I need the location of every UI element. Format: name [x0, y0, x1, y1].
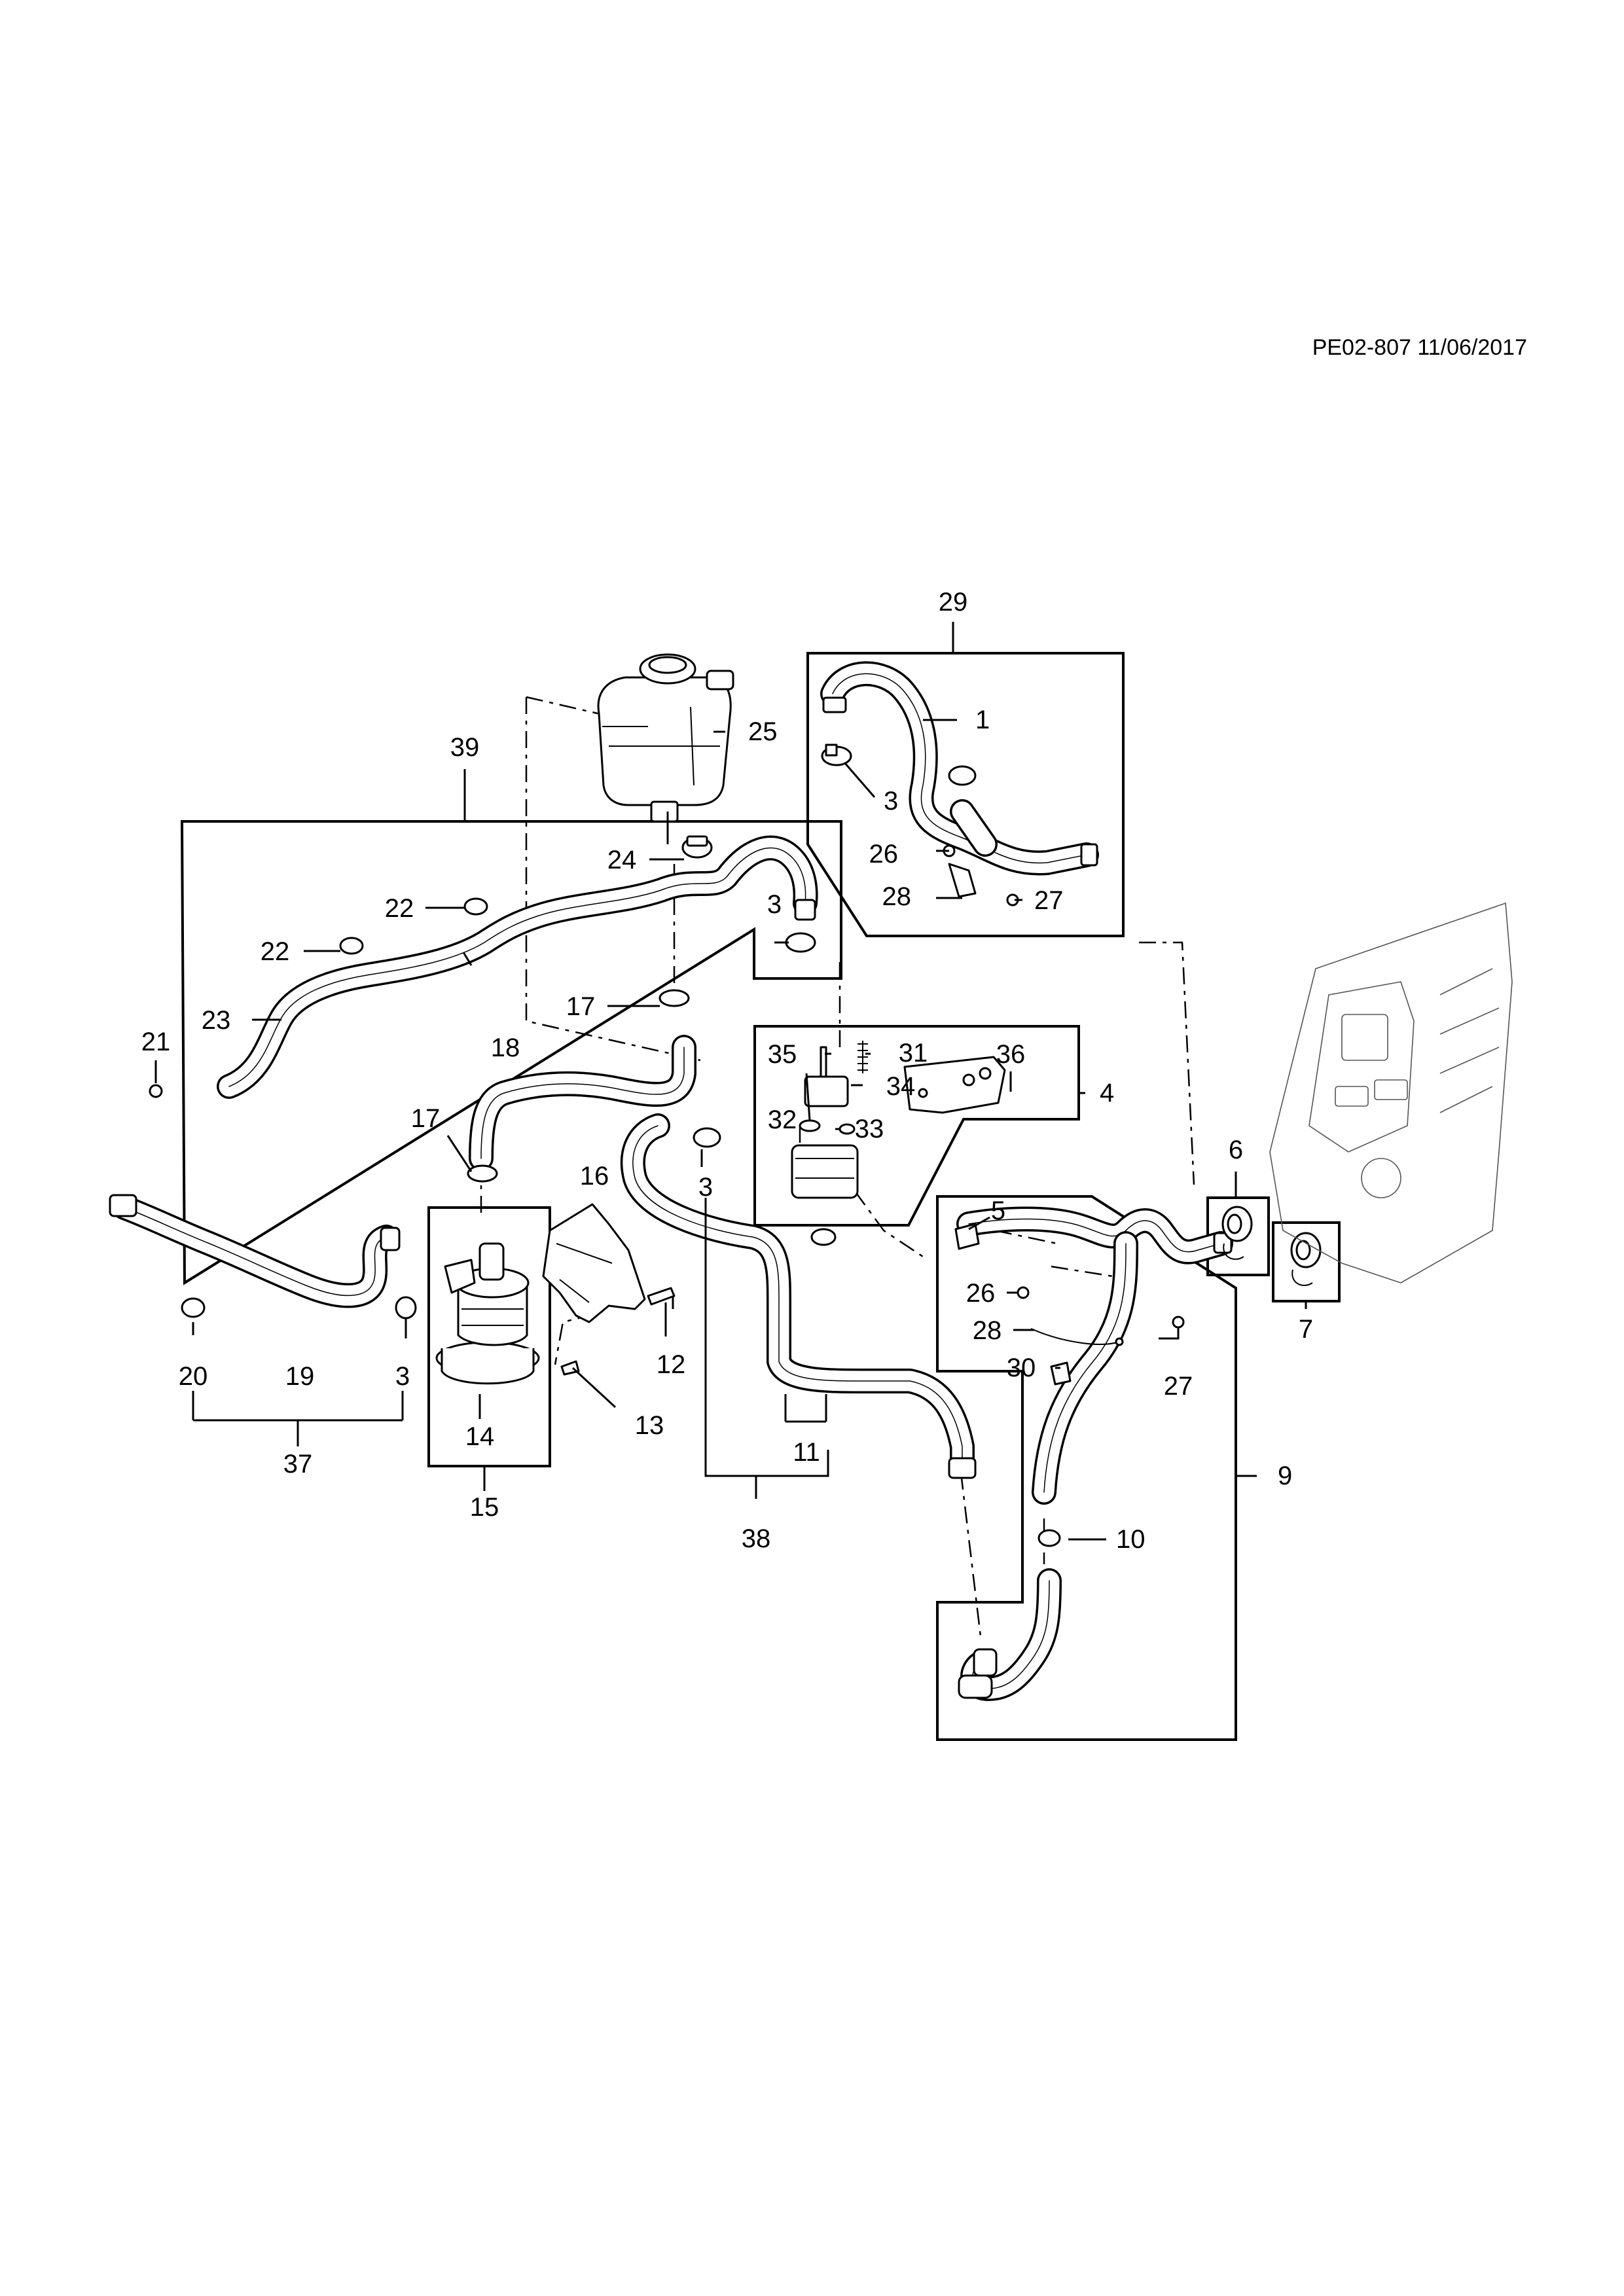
- connector-30: [1050, 1361, 1072, 1386]
- clamp-3-group39: [785, 932, 816, 953]
- callout-13: 13: [635, 1411, 664, 1440]
- callout-3: 3: [767, 890, 782, 919]
- callout-11: 11: [793, 1438, 820, 1467]
- callout-6: 6: [1229, 1136, 1243, 1164]
- hose-19: [109, 1194, 401, 1308]
- callout-3: 3: [395, 1362, 410, 1391]
- engine-housing: [1269, 902, 1513, 1283]
- callout-19: 19: [285, 1362, 315, 1391]
- callout-22: 22: [261, 937, 290, 966]
- clamp-1-group29: [948, 765, 977, 786]
- callout-37: 37: [283, 1450, 313, 1479]
- callout-15: 15: [470, 1493, 499, 1522]
- clamp-3-hose19: [395, 1296, 417, 1319]
- callout-28: 28: [882, 882, 912, 911]
- hose-23: [217, 835, 818, 1099]
- clip-5: [954, 1223, 980, 1250]
- callout-18: 18: [491, 1033, 520, 1062]
- callout-27: 27: [1164, 1372, 1193, 1401]
- clamp-17-upper: [659, 989, 690, 1007]
- bracket-28-group9: [1030, 1328, 1124, 1346]
- group-box-15: [427, 1206, 551, 1467]
- callout-21: 21: [141, 1028, 171, 1056]
- callout-39: 39: [450, 733, 480, 762]
- clamp-24: [681, 835, 713, 859]
- callout-20: 20: [179, 1362, 208, 1391]
- clamp-17-lower: [467, 1164, 498, 1183]
- clamp-11: [810, 1228, 837, 1246]
- callout-26: 26: [966, 1279, 996, 1308]
- callout-28: 28: [973, 1316, 1002, 1345]
- nut-21: [149, 1084, 163, 1098]
- callout-27: 27: [1034, 886, 1064, 915]
- sensor-7: [1290, 1232, 1322, 1286]
- hose-1: [820, 661, 1099, 876]
- callout-25: 25: [748, 717, 778, 746]
- bolt-26-group9: [1017, 1286, 1030, 1299]
- clamp-20: [181, 1297, 206, 1318]
- seal-33: [839, 1123, 856, 1135]
- callout-34: 34: [886, 1072, 916, 1101]
- callout-16: 16: [580, 1162, 609, 1191]
- callout-17: 17: [411, 1104, 441, 1133]
- bolt-12: [647, 1287, 676, 1306]
- group-box-7: [1272, 1221, 1341, 1302]
- seal-32: [799, 1119, 821, 1132]
- bolt-35: [820, 1046, 827, 1078]
- water-pump-14: [435, 1242, 540, 1385]
- callout-5: 5: [991, 1196, 1005, 1225]
- callout-3: 3: [884, 787, 898, 816]
- alignment-line: [994, 1229, 1058, 1245]
- group-box-39: [180, 820, 842, 1285]
- spring-31: [857, 1041, 868, 1073]
- callout-38: 38: [742, 1524, 771, 1553]
- clamp-3-hose11: [693, 1127, 721, 1148]
- alignment-line: [960, 1472, 982, 1637]
- callout-9: 9: [1278, 1462, 1292, 1490]
- callout-12: 12: [657, 1350, 686, 1379]
- callout-29: 29: [939, 588, 968, 617]
- callout-32: 32: [768, 1105, 797, 1134]
- bracket-16: [542, 1203, 646, 1323]
- callout-10: 10: [1116, 1525, 1146, 1554]
- diagram-reference: PE02-807 11/06/2017: [1312, 335, 1527, 360]
- heater-4: [791, 1056, 1006, 1199]
- group-box-29: [806, 652, 1125, 937]
- callout-3: 3: [698, 1173, 713, 1202]
- alignment-line: [1139, 941, 1195, 1185]
- callout-4: 4: [1100, 1079, 1114, 1107]
- callout-36: 36: [996, 1040, 1026, 1069]
- callout-17: 17: [566, 992, 596, 1021]
- clamp-22-lower: [339, 937, 364, 955]
- bracket-28-group29: [948, 863, 977, 898]
- alignment-line: [1051, 1265, 1113, 1278]
- callout-30: 30: [1007, 1354, 1036, 1382]
- callout-23: 23: [202, 1006, 231, 1035]
- hose-18: [469, 1035, 696, 1171]
- callout-14: 14: [465, 1422, 495, 1451]
- callout-7: 7: [1299, 1315, 1313, 1344]
- callout-26: 26: [869, 840, 899, 869]
- alignment-line: [854, 1191, 924, 1258]
- clamp-22-upper: [463, 897, 488, 916]
- alignment-line: [525, 697, 701, 1062]
- callout-31: 31: [899, 1039, 928, 1067]
- expansion-tank-25: [597, 653, 734, 823]
- leader-lines: [154, 719, 1307, 1541]
- hose-11: [620, 1113, 977, 1479]
- callout-35: 35: [768, 1040, 797, 1069]
- nut-27-group9: [1172, 1316, 1185, 1329]
- callout-1: 1: [975, 706, 990, 734]
- clamp-10: [1038, 1529, 1061, 1547]
- sensor-6: [1221, 1206, 1253, 1260]
- hose-9: [956, 1206, 1233, 1701]
- callout-33: 33: [855, 1115, 884, 1143]
- callout-24: 24: [607, 846, 637, 874]
- callout-22: 22: [385, 894, 414, 923]
- bolt-13: [560, 1360, 580, 1376]
- clamp-3-group29: [821, 744, 852, 766]
